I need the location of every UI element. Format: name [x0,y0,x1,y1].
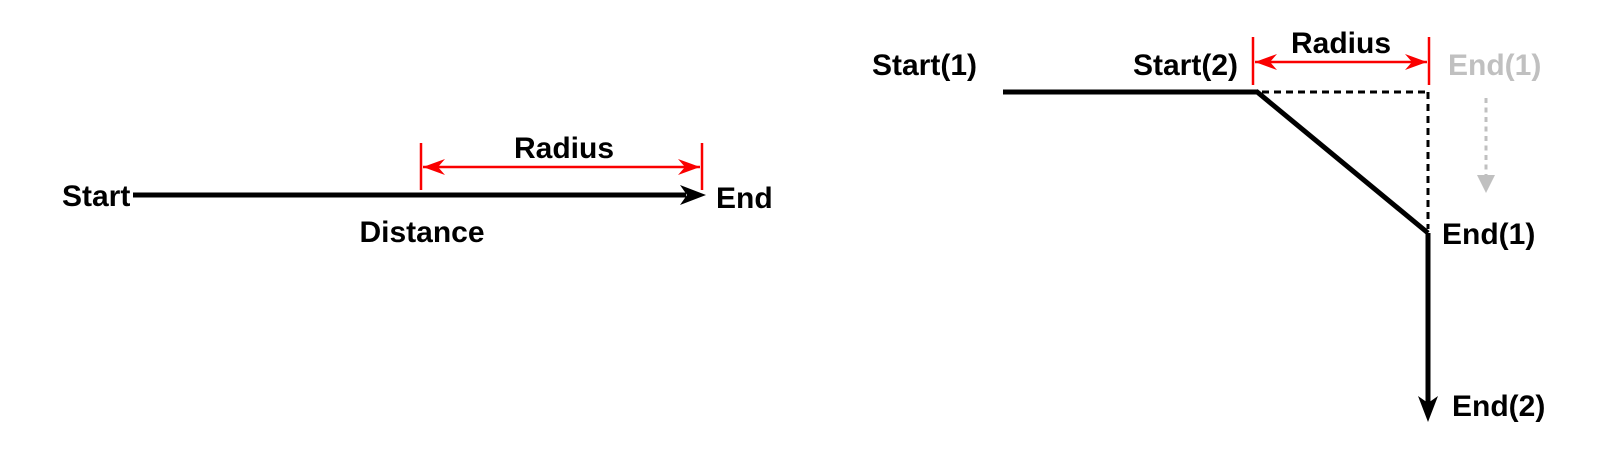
segment2-arrowhead-icon [1418,396,1438,422]
straight-route-diagram: Start End Radius Distance [62,132,773,249]
end-label: End [716,182,773,215]
end2-label: End(2) [1452,390,1545,423]
end1-moved-label: End(1) [1442,218,1535,251]
shortened-route-diagram: Start(1) Start(2) Radius End(1) End(1) E… [872,27,1545,423]
distance-label: Distance [359,216,484,249]
radius-arrowhead-left-2-icon [1255,54,1277,70]
start1-label: Start(1) [872,49,977,82]
start2-label: Start(2) [1133,49,1238,82]
radius-arrowhead-right-2-icon [1405,54,1427,70]
radius-label: Radius [514,132,614,165]
start-label: Start [62,180,130,213]
radius-label-2: Radius [1291,27,1391,60]
curved-transition-line [1254,89,1430,235]
radius-arrowhead-left-icon [423,159,445,175]
radius-arrowhead-right-icon [678,159,700,175]
distance-arrowhead-icon [680,185,706,205]
end1-original-label: End(1) [1448,49,1541,82]
ghost-displacement-arrowhead-icon [1477,175,1495,193]
